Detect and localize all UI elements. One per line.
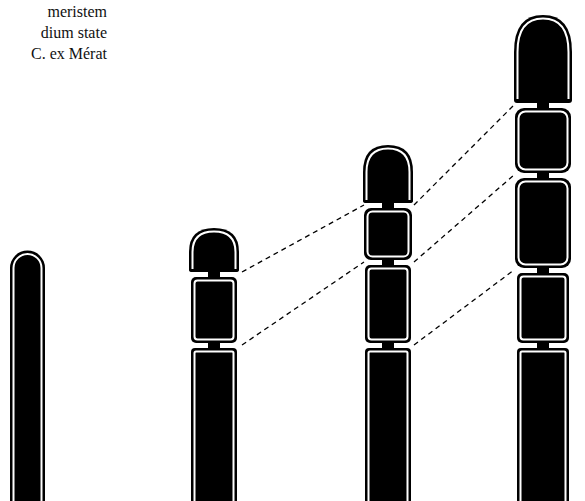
caption-fragment: meristem [47,2,107,22]
dashed-guides [242,105,514,345]
caption-fragment: C. ex Mérat [31,44,107,64]
caption-fragment: dium state [41,23,107,43]
dividing-filament [363,145,413,501]
apical-filament [10,251,45,501]
dividing-filament [189,228,239,501]
dividing-filament [514,15,572,501]
